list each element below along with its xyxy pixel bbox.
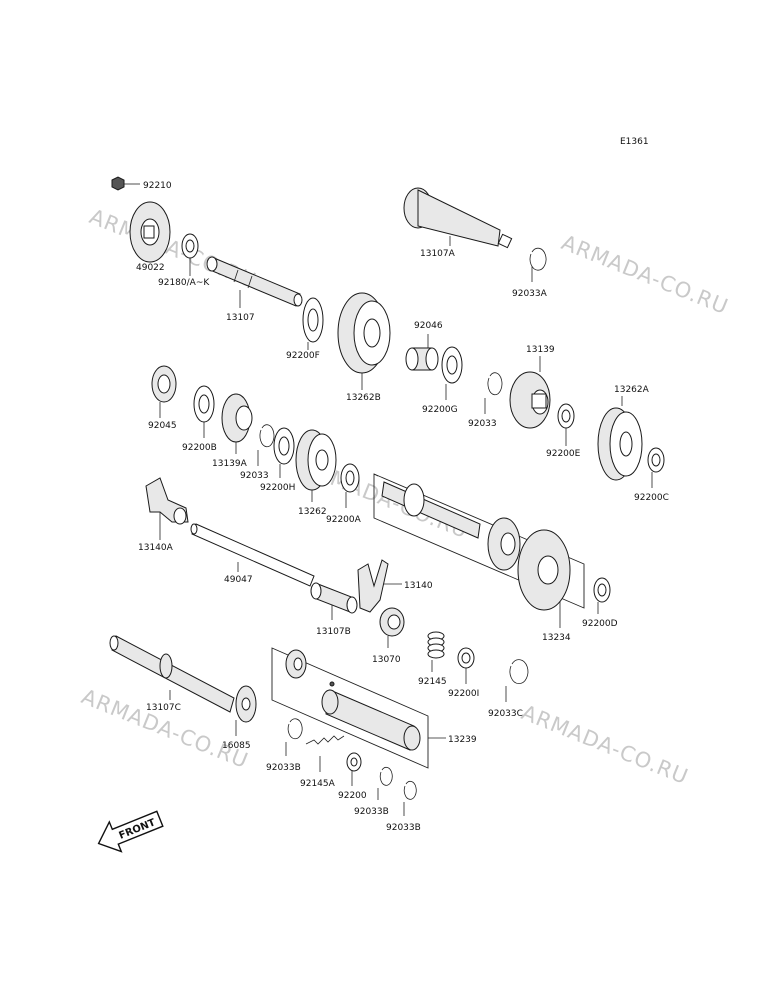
shift-fork-13140	[357, 559, 389, 613]
label-92200F: 92200F	[286, 351, 320, 361]
shaft-13107	[206, 256, 303, 307]
plate-16085	[235, 685, 257, 723]
spring-92145A	[305, 735, 345, 745]
bushing-92046	[405, 347, 439, 371]
sprocket-49022	[129, 201, 171, 263]
label-92033B-1: 92033B	[266, 763, 301, 773]
watermark-top-right: ARMADA-CO.RU	[558, 230, 732, 319]
label-92210: 92210	[143, 181, 172, 191]
label-13107: 13107	[226, 313, 255, 323]
spring-92145	[427, 631, 445, 659]
circlip-92033A	[529, 247, 547, 271]
label-13070: 13070	[372, 655, 401, 665]
label-13139A: 13139A	[212, 459, 248, 469]
gear-13262A	[597, 407, 643, 481]
label-13234: 13234	[542, 633, 571, 643]
label-13107C: 13107C	[146, 703, 181, 713]
label-49022: 49022	[136, 263, 165, 273]
label-92033: 92033	[468, 419, 497, 429]
label-13262: 13262	[298, 507, 327, 517]
label-16085: 16085	[222, 741, 251, 751]
label-13139: 13139	[526, 345, 555, 355]
label-92200: 92200	[338, 791, 367, 801]
circlip-92033B-3	[403, 780, 417, 800]
label-92033B-3: 92033B	[386, 823, 421, 833]
label-92033A: 92033A	[512, 289, 548, 299]
label-13262A: 13262A	[614, 385, 650, 395]
label-92200A: 92200A	[326, 515, 362, 525]
label-13140: 13140	[404, 581, 433, 591]
label-13107B: 13107B	[316, 627, 351, 637]
shift-fork-13140A	[145, 477, 189, 525]
label-92200C: 92200C	[634, 493, 669, 503]
shaft-13107A	[403, 187, 513, 249]
watermark-bottom-right: ARMADA-CO.RU	[518, 700, 692, 789]
label-92200H: 92200H	[260, 483, 295, 493]
nut-92210	[111, 176, 125, 191]
countershaft-13234	[381, 481, 571, 611]
diagram-code: E1361	[620, 137, 649, 147]
circlip-92033	[487, 372, 503, 396]
circlip-92033C	[509, 659, 529, 685]
label-92200B: 92200B	[182, 443, 217, 453]
label-92145A: 92145A	[300, 779, 336, 789]
label-92033-b: 92033	[240, 471, 269, 481]
gear-13139A	[221, 393, 253, 443]
gear-13262B	[337, 292, 391, 374]
label-92200I: 92200I	[448, 689, 479, 699]
bearing-92045	[151, 365, 177, 403]
label-92046: 92046	[414, 321, 443, 331]
label-92033C: 92033C	[488, 709, 523, 719]
front-direction-arrow: FRONT	[97, 810, 164, 853]
label-49047: 49047	[224, 575, 253, 585]
gear-13139	[509, 371, 551, 429]
label-92200E: 92200E	[546, 449, 581, 459]
label-13107A: 13107A	[420, 249, 456, 259]
circlip-92033B-1	[287, 718, 303, 740]
label-92200G: 92200G	[422, 405, 458, 415]
circlip-92033B-2	[379, 766, 393, 786]
ring-13070	[379, 607, 405, 637]
rod-49047	[191, 523, 315, 587]
gear-13262	[295, 429, 337, 491]
circlip-92033-b	[259, 424, 275, 448]
assembly-box-13239	[271, 647, 429, 769]
label-92180: 92180/A~K	[158, 278, 210, 288]
label-92045: 92045	[148, 421, 177, 431]
label-13262B: 13262B	[346, 393, 381, 403]
label-13140A: 13140A	[138, 543, 174, 553]
sleeve-13107B	[310, 582, 358, 614]
label-92145: 92145	[418, 677, 447, 687]
shift-drum-13239	[285, 649, 421, 751]
shaft-13107C	[109, 635, 235, 713]
label-13239: 13239	[448, 735, 477, 745]
label-92200D: 92200D	[582, 619, 618, 629]
label-92033B-2: 92033B	[354, 807, 389, 817]
